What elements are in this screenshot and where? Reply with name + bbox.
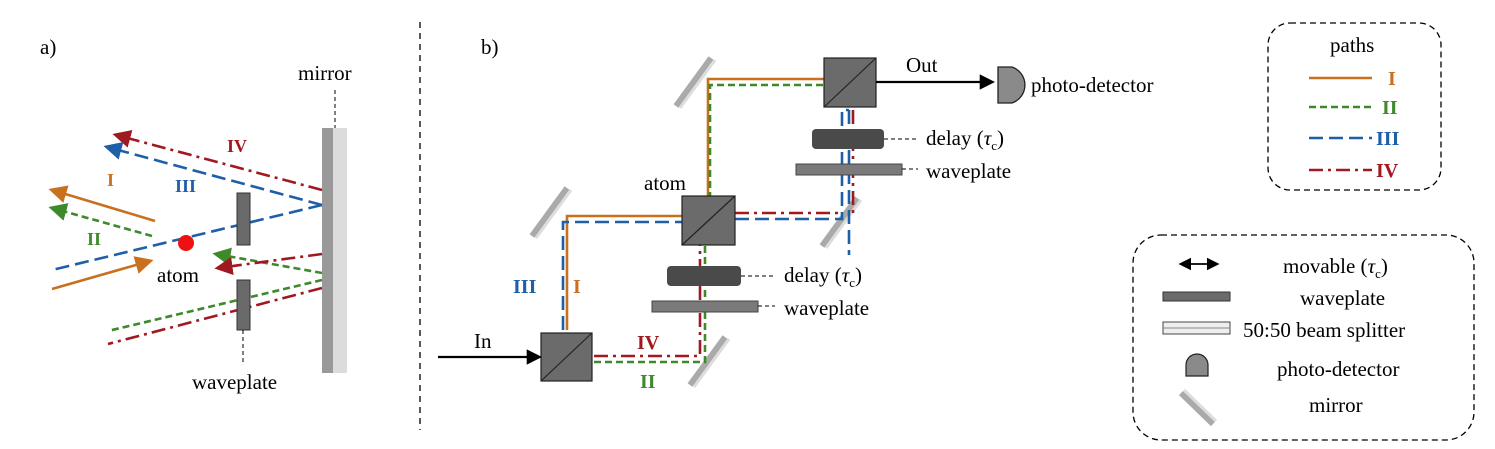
path-a-II: II xyxy=(87,229,101,249)
legend-path-I: I xyxy=(1388,68,1396,90)
waveplate-label-bottom: waveplate xyxy=(784,296,869,320)
beam-splitters-b xyxy=(540,57,877,382)
photo-detector-icon xyxy=(1185,353,1209,377)
beam-splitter-icon xyxy=(1162,321,1231,335)
beams-a xyxy=(48,129,323,346)
out-label: Out xyxy=(906,53,938,77)
path-b-III: III xyxy=(513,276,537,298)
legend-path-IV: IV xyxy=(1376,160,1399,182)
legend-movable: movable (τc) xyxy=(1283,254,1388,281)
path-b-I: I xyxy=(573,276,581,298)
waveplate-icon xyxy=(1162,291,1231,302)
mirror-icon xyxy=(1178,388,1218,427)
panel-a-label: a) xyxy=(40,35,56,59)
mirrors-b xyxy=(529,56,863,388)
path-b-IV: IV xyxy=(637,332,660,354)
atom-a-label: atom xyxy=(157,263,199,287)
mirror-a xyxy=(322,128,347,373)
legend-photo-detector: photo-detector xyxy=(1277,357,1399,381)
legend-paths-title: paths xyxy=(1330,33,1374,57)
waveplate-label-top: waveplate xyxy=(926,159,1011,183)
delay-label-top: delay (τc) xyxy=(926,126,1004,153)
optics-b xyxy=(651,129,918,313)
mirror-a-label: mirror xyxy=(298,61,352,85)
path-a-I: I xyxy=(107,170,114,190)
waveplate-a-label: waveplate xyxy=(192,370,277,394)
photo-detector-label: photo-detector xyxy=(1031,73,1153,97)
delay-label-bottom: delay (τc) xyxy=(784,263,862,290)
path-b-II: II xyxy=(640,371,656,393)
in-label: In xyxy=(474,329,492,353)
legend-symbols-box xyxy=(1132,234,1475,441)
legend-beam-splitter: 50:50 beam splitter xyxy=(1243,318,1405,342)
photo-detector-b xyxy=(997,66,1026,104)
path-a-IV: IV xyxy=(227,136,247,156)
legend-paths-lines xyxy=(1309,76,1372,172)
waveplates-a xyxy=(236,192,251,364)
legend-path-II: II xyxy=(1382,97,1398,119)
panel-b-label: b) xyxy=(481,35,499,59)
legend-mirror: mirror xyxy=(1309,393,1363,417)
path-a-III: III xyxy=(175,176,196,196)
legend-waveplate: waveplate xyxy=(1300,286,1385,310)
atom-dot xyxy=(178,235,194,251)
atom-b-label: atom xyxy=(644,171,686,195)
legend-paths-box xyxy=(1267,22,1442,191)
legend-path-III: III xyxy=(1376,128,1400,150)
